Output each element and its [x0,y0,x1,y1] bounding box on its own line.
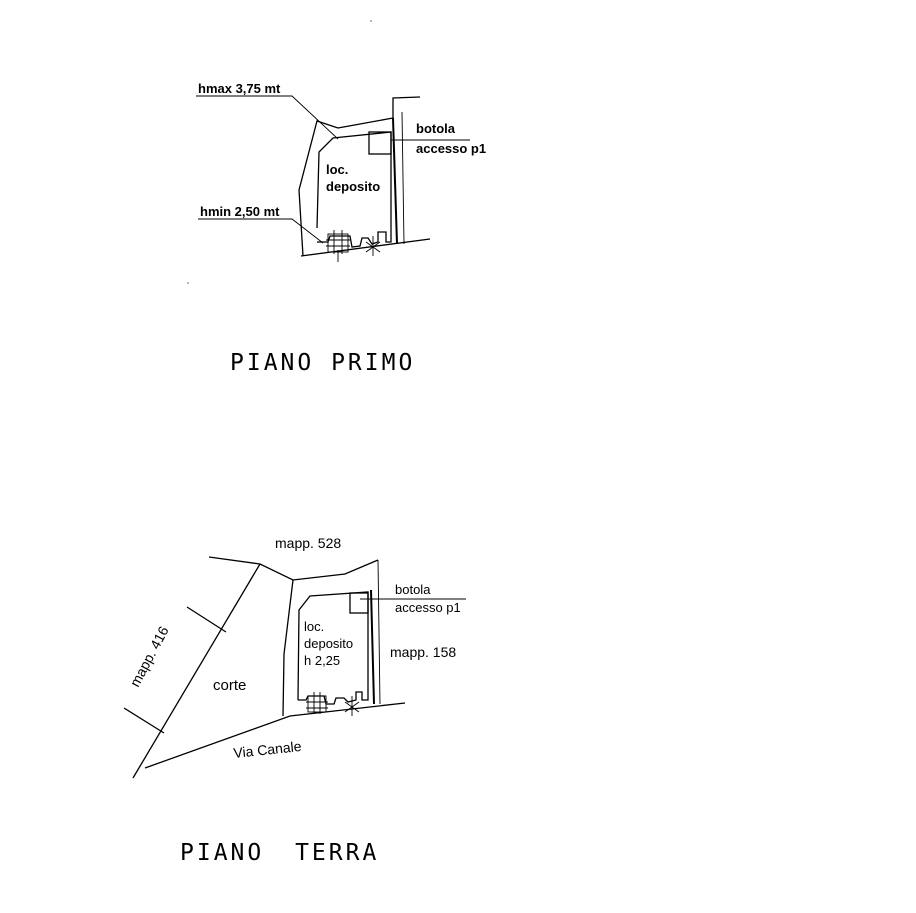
ground-plan-title: PIANO TERRA [180,840,379,866]
ground-hatch-label-2: accesso p1 [395,600,461,615]
speck [187,282,189,284]
ground-floor-plan: mapp. 528 mapp. 416 mapp. 158 corte Via … [123,535,466,866]
ground-room-label-2: deposito [304,636,353,651]
upper-hmax-leader [196,95,339,140]
ground-hatch-square [349,592,369,614]
ground-room-label-3: h 2,25 [304,653,340,668]
upper-floor-plan: hmax 3,75 mt hmin 2,50 mt botola accesso… [196,81,486,376]
upper-plan-title: PIANO PRIMO [230,350,415,376]
speck [370,20,372,22]
ground-courtyard-label: corte [213,677,246,694]
upper-outer-wall [298,96,421,257]
ground-street-label: Via Canale [233,738,303,761]
ground-mapp-right-label: mapp. 158 [390,644,456,660]
ground-door-mark [344,696,360,716]
ground-hatch-label-1: botola [395,582,431,597]
upper-hatch-label-1: botola [416,121,456,136]
ground-mapp-top-label: mapp. 528 [275,535,341,551]
upper-ground-line [300,238,431,257]
upper-inner-wall [316,131,392,248]
upper-hmin-label: hmin 2,50 mt [200,204,280,219]
upper-hatch-square [368,131,392,155]
ground-mapp-left-label: mapp. 416 [127,623,172,689]
ground-building-outer [282,579,294,717]
ground-left-diagonal [132,563,261,779]
upper-door-mark [365,236,381,256]
upper-room-label-1: loc. [326,162,348,177]
upper-hmax-label: hmax 3,75 mt [198,81,281,96]
ground-window-grid [306,692,328,714]
ground-right-outer-wall [377,559,381,705]
ground-street-line [144,702,406,769]
ground-building-right-wall [370,589,375,705]
ground-parcel-line-upper [186,606,227,633]
upper-hmin-leader [198,218,324,244]
ground-parcel-line-lower [123,707,165,734]
upper-room-label-2: deposito [326,179,380,194]
upper-hatch-label-2: accesso p1 [416,141,486,156]
upper-window-grid [326,230,350,262]
upper-right-wall [392,117,398,245]
upper-right-outer-wall [401,111,405,245]
ground-room-label-1: loc. [304,619,324,634]
ground-top-boundary [208,556,379,581]
